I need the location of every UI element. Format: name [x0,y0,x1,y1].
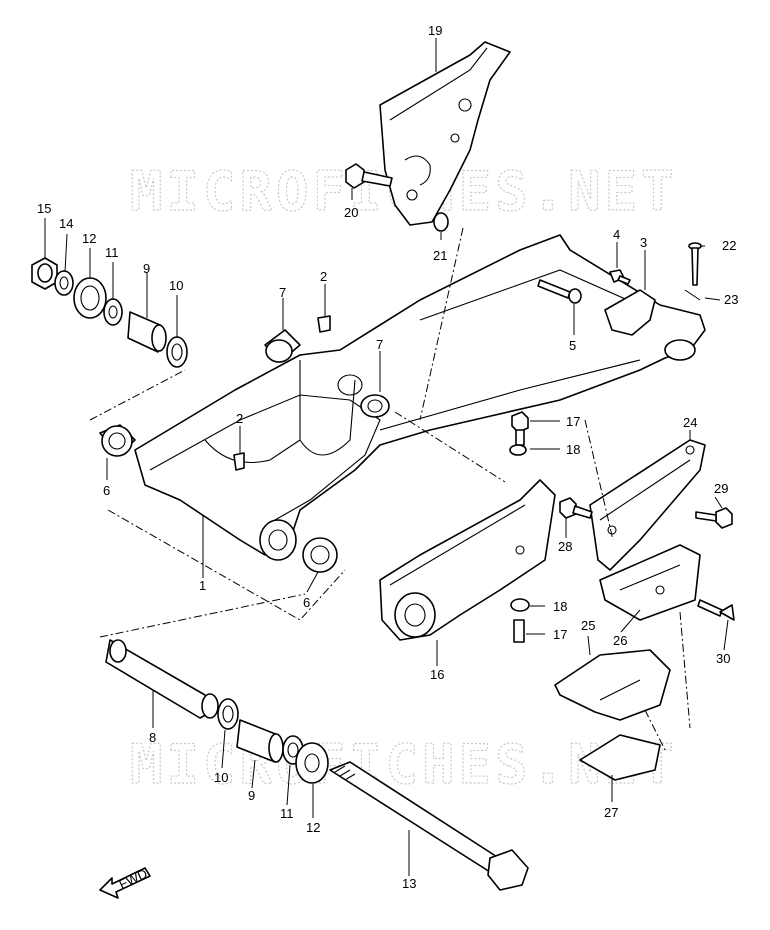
callout-12: 12 [82,231,96,246]
part-pin-22 [688,242,702,286]
part-chain-guide-24 [589,439,706,571]
callout-19: 19 [428,23,442,38]
callout-28: 28 [558,539,572,554]
callout-8: 8 [149,730,156,745]
callout-6-left: 6 [103,483,110,498]
callout-25: 25 [581,618,595,633]
callout-26: 26 [613,633,627,648]
part-bolt-17-upper [511,411,529,446]
callout-10: 10 [169,278,183,293]
callouts: 19 20 21 15 14 12 11 9 10 4 3 22 23 2 5 … [37,23,738,891]
part-bearing-6-left [99,424,136,457]
part-washer-18-upper [509,444,527,456]
callout-5: 5 [569,338,576,353]
callout-9: 9 [143,261,150,276]
part-washer-21 [433,212,449,232]
callout-18-upper: 18 [566,442,580,457]
part-chain-guard-cover [379,41,511,226]
part-grease-nipple-2-upper [317,315,331,333]
part-bolt-20 [345,163,393,189]
part-stack-left [31,257,188,368]
callout-11-bottom: 11 [280,806,294,821]
callout-3: 3 [640,235,647,250]
callout-17-lower: 17 [553,627,567,642]
callout-10-bottom: 10 [214,770,228,785]
part-bolt-5 [537,279,582,304]
callout-18-lower: 18 [553,599,567,614]
part-chain-buffer [379,479,556,641]
callout-12-bottom: 12 [306,820,320,835]
part-bearing-7-upper [264,329,301,363]
callout-15: 15 [37,201,51,216]
callout-29: 29 [714,481,728,496]
part-bracket-3 [604,289,656,336]
alignment-lines [89,227,691,751]
part-bolt-29 [695,507,733,529]
callout-30: 30 [716,651,730,666]
part-bolt-28 [559,497,593,519]
callout-23: 23 [724,292,738,307]
callout-4: 4 [613,227,620,242]
callout-7-upper: 7 [279,285,286,300]
part-screw-30 [697,599,735,621]
callout-9-bottom: 9 [248,788,255,803]
callout-13: 13 [402,876,416,891]
callout-2-lower: 2 [236,411,243,426]
callout-11: 11 [105,245,119,260]
watermark-bottom: MICROFICHES.NET [130,733,678,796]
part-slider-27 [579,734,661,781]
callout-14: 14 [59,216,73,231]
callout-2-upper: 2 [320,269,327,284]
callout-16: 16 [430,667,444,682]
callout-17-upper: 17 [566,414,580,429]
part-bolt-4 [609,269,631,285]
part-stack-bottom [105,639,529,891]
part-grease-nipple-2-lower [233,452,245,471]
fwd-arrow-icon: FWD [99,866,151,899]
part-swing-arm [134,234,706,561]
part-bolt-17-lower [513,619,525,643]
callout-6-right: 6 [303,595,310,610]
callout-24: 24 [683,415,697,430]
callout-7-lower: 7 [376,337,383,352]
callout-27: 27 [604,805,618,820]
callout-22: 22 [722,238,736,253]
fwd-label: FWD [117,866,150,892]
part-guide-26 [599,544,701,621]
leader-lines [44,38,729,876]
part-bearing-6-right [302,537,338,573]
callout-1: 1 [199,578,206,593]
part-clip-23 [684,289,701,301]
callout-20: 20 [344,205,358,220]
callout-21: 21 [433,248,447,263]
part-bearing-7-lower [360,394,390,418]
part-guard-25 [554,649,671,721]
part-washer-18-lower [510,598,530,612]
